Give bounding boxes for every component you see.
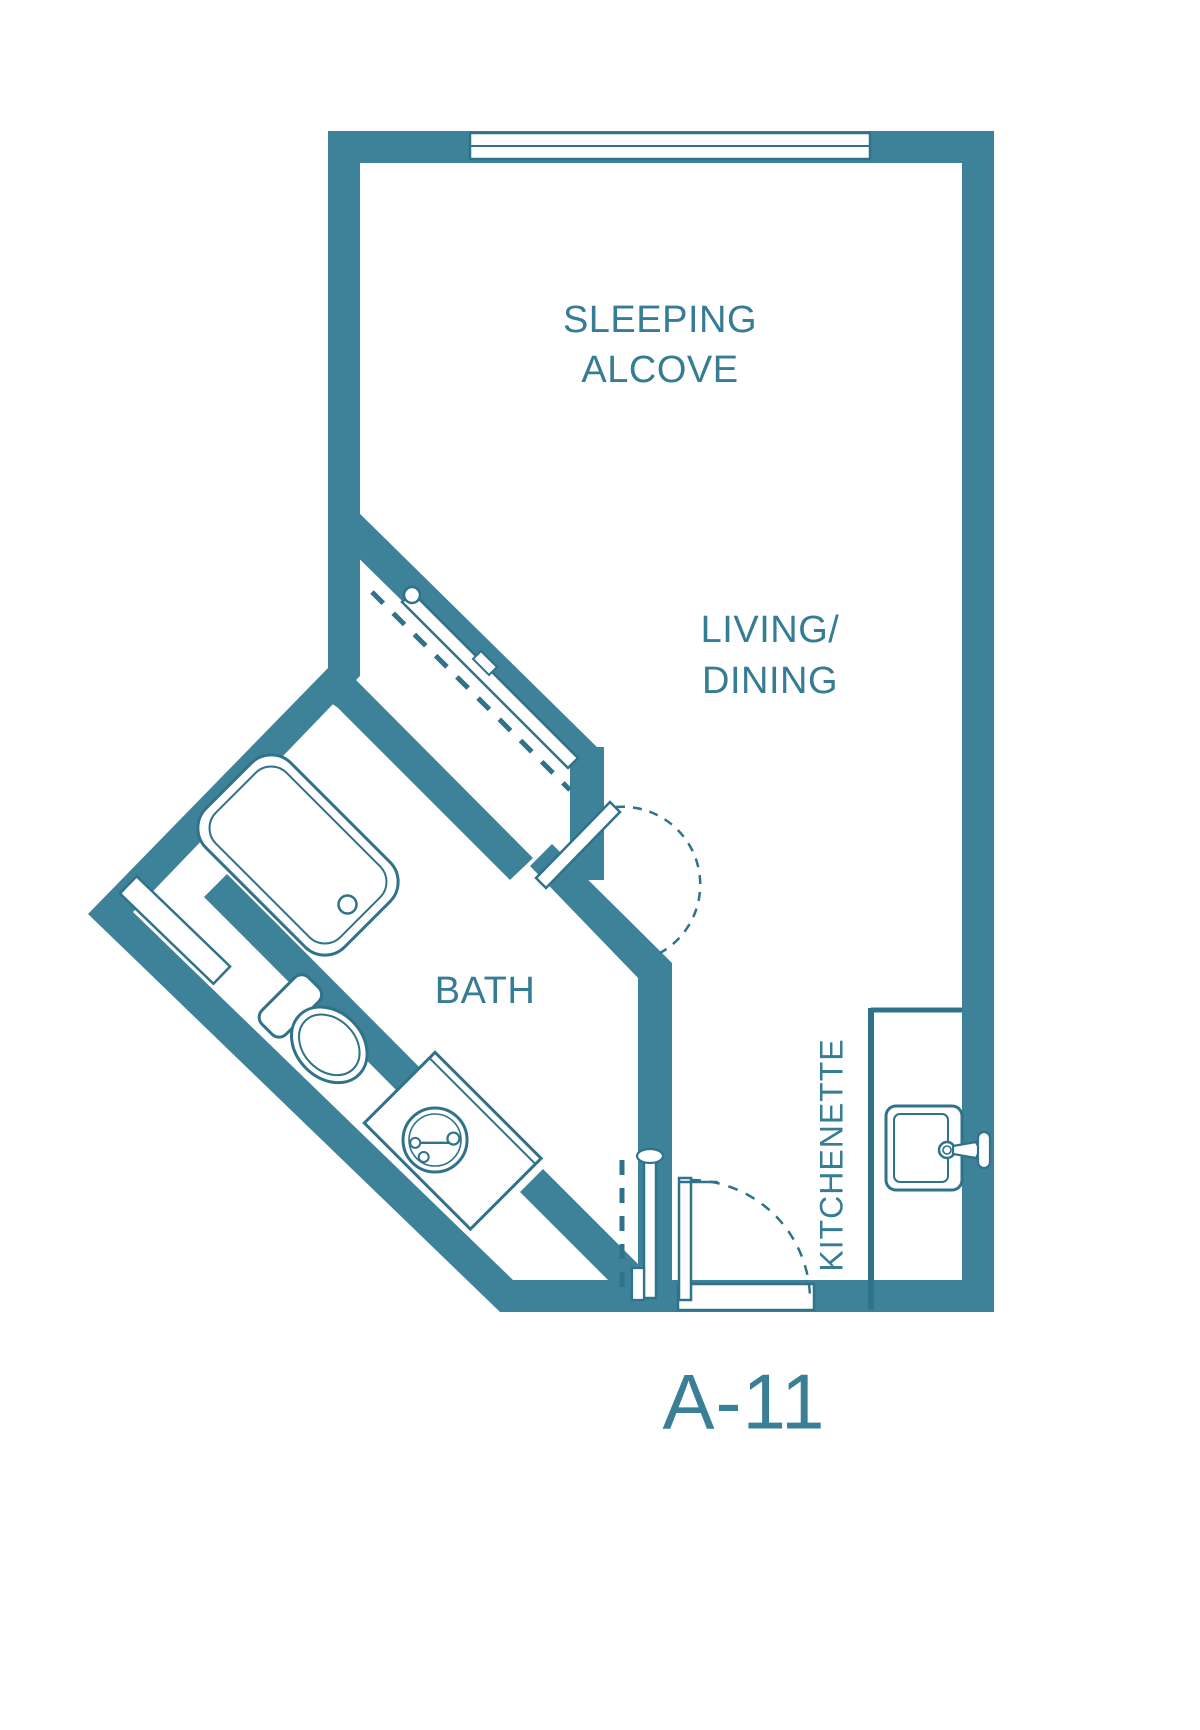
vanity-sink-icon bbox=[362, 1050, 544, 1232]
room-label-sleeping-alcove-line1: SLEEPING bbox=[563, 299, 757, 341]
interior-wall-hall-left bbox=[318, 671, 360, 723]
interior-wall-bath-right bbox=[638, 978, 672, 1115]
doors-group bbox=[370, 585, 812, 1302]
pocket-door-shower bbox=[370, 585, 580, 792]
kitchen-sink-icon bbox=[884, 1104, 992, 1192]
window-top bbox=[468, 131, 872, 161]
room-label-kitchenette: KITCHENETTE bbox=[813, 1038, 849, 1271]
fixtures-group bbox=[196, 753, 992, 1310]
room-label-sleeping-alcove-line2: ALCOVE bbox=[581, 349, 738, 391]
bathtub-icon bbox=[196, 753, 400, 957]
windows-group bbox=[118, 131, 872, 1312]
bath-entry-door bbox=[534, 800, 702, 955]
window-lower-left bbox=[118, 874, 232, 986]
room-label-living-dining-line2: DINING bbox=[702, 660, 838, 702]
toilet-icon bbox=[257, 973, 369, 1085]
window-bottom bbox=[676, 1282, 816, 1312]
interior-wall-tub-divider bbox=[330, 677, 533, 880]
kitchen-counter-icon bbox=[868, 1007, 962, 1310]
interior-wall-bath-southwest bbox=[520, 1169, 663, 1312]
interior-wall-tub-end bbox=[204, 874, 280, 950]
entry-door bbox=[677, 1176, 812, 1302]
interior-diagonal-wall-upper bbox=[329, 506, 604, 777]
vanity-faucet-icon bbox=[409, 1131, 461, 1163]
labels-group: SLEEPING ALCOVE LIVING/ DINING BATH KITC… bbox=[435, 299, 850, 1446]
room-label-living-dining-line1: LIVING/ bbox=[701, 609, 840, 651]
pocket-door-closet bbox=[619, 1147, 665, 1302]
interior-wall-bath-right-upper bbox=[530, 844, 672, 996]
room-label-bath: BATH bbox=[435, 970, 536, 1012]
unit-label: A-11 bbox=[663, 1358, 826, 1446]
